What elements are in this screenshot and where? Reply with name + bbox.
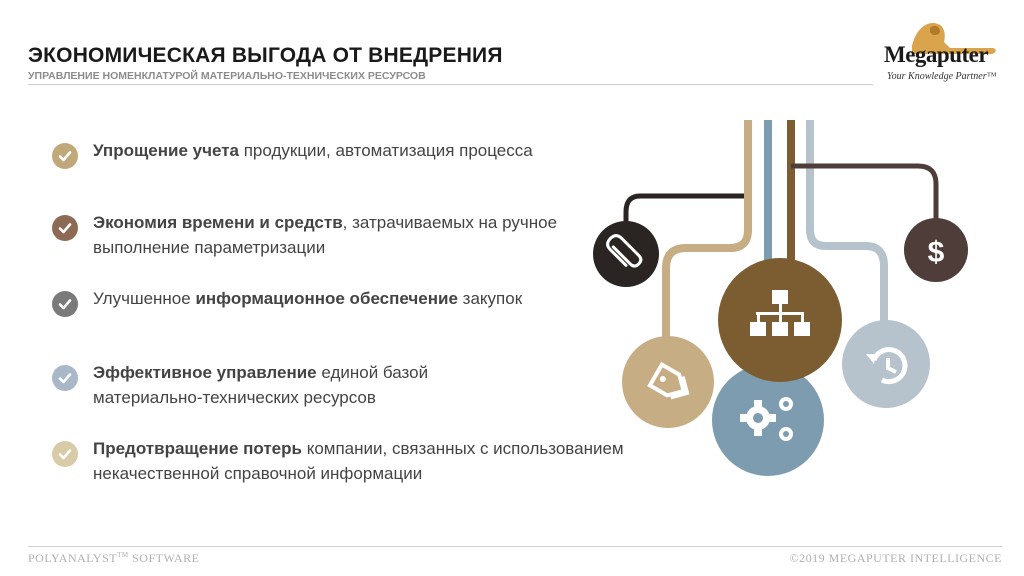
tag-circle	[622, 336, 714, 428]
benefit-text-bold: Упрощение учета	[93, 141, 239, 160]
logo-sphinx-icon	[912, 22, 996, 54]
benefit-item: Предотвращение потерь компании, связанны…	[52, 436, 642, 486]
check-icon	[52, 365, 78, 391]
hierarchy-circle	[718, 258, 842, 382]
connector-line-history	[806, 120, 888, 350]
check-icon	[52, 143, 78, 169]
gears-icon	[740, 397, 793, 441]
benefit-text-rest: закупок	[457, 289, 523, 308]
dollar-circle: $	[904, 218, 968, 282]
dollar-icon: $	[928, 236, 945, 269]
benefit-text-prefix: Улучшенное	[93, 289, 196, 308]
footer-left: POLYANALYSTTM SOFTWARE	[28, 551, 200, 565]
logo-tagline: Your Knowledge Partner™	[887, 71, 997, 82]
benefit-item: Улучшенное информационное обеспечение за…	[52, 286, 642, 317]
history-icon	[866, 347, 908, 385]
benefit-text-rest: , затрачиваемых на ручное выполнение пар…	[93, 213, 558, 257]
benefit-text-bold: информационное обеспечение	[195, 289, 458, 308]
benefit-text-rest: компании, связанных с использованием нек…	[93, 439, 624, 483]
check-icon	[52, 441, 78, 467]
paperclip-icon	[606, 234, 643, 268]
footer-right: ©2019 MEGAPUTER INTELLIGENCE	[789, 551, 1002, 565]
page-title: ЭКОНОМИЧЕСКАЯ ВЫГОДА ОТ ВНЕДРЕНИЯ	[28, 44, 503, 67]
benefit-text-bold: Эффективное управление	[93, 363, 317, 382]
benefits-graphic: $	[593, 120, 968, 476]
gears-circle	[712, 364, 824, 476]
benefit-text: Предотвращение потерь компании, связанны…	[93, 436, 642, 486]
hierarchy-icon	[750, 290, 810, 336]
header-divider	[28, 84, 873, 85]
page-subtitle: УПРАВЛЕНИЕ НОМЕНКЛАТУРОЙ МАТЕРИАЛЬНО-ТЕХ…	[28, 70, 426, 82]
benefit-text: Улучшенное информационное обеспечение за…	[93, 286, 533, 317]
benefit-text: Эффективное управление единой базой мате…	[93, 360, 513, 410]
paperclip-circle	[593, 221, 659, 287]
benefit-text-rest: единой базой материально-технических рес…	[93, 363, 429, 407]
benefit-item: Эффективное управление единой базой мате…	[52, 360, 642, 410]
connector-line-dollar	[791, 163, 939, 220]
connector-line-paperclip	[623, 193, 750, 230]
benefit-item: Экономия времени и средств, затрачиваемы…	[52, 210, 642, 260]
benefit-text-bold: Экономия времени и средств	[93, 213, 343, 232]
benefit-text: Экономия времени и средств, затрачиваемы…	[93, 210, 573, 260]
check-icon	[52, 291, 78, 317]
benefit-item: Упрощение учета продукции, автоматизация…	[52, 138, 642, 169]
connector-line-tag	[662, 120, 752, 360]
history-circle	[842, 320, 930, 408]
benefit-text-bold: Предотвращение потерь	[93, 439, 302, 458]
benefit-text-rest: продукции, автоматизация процесса	[239, 141, 533, 160]
logo-name: Megaputer	[884, 42, 989, 67]
footer-divider	[28, 546, 1002, 547]
tag-icon	[647, 361, 690, 400]
check-icon	[52, 215, 78, 241]
benefit-text: Упрощение учета продукции, автоматизация…	[93, 138, 533, 169]
